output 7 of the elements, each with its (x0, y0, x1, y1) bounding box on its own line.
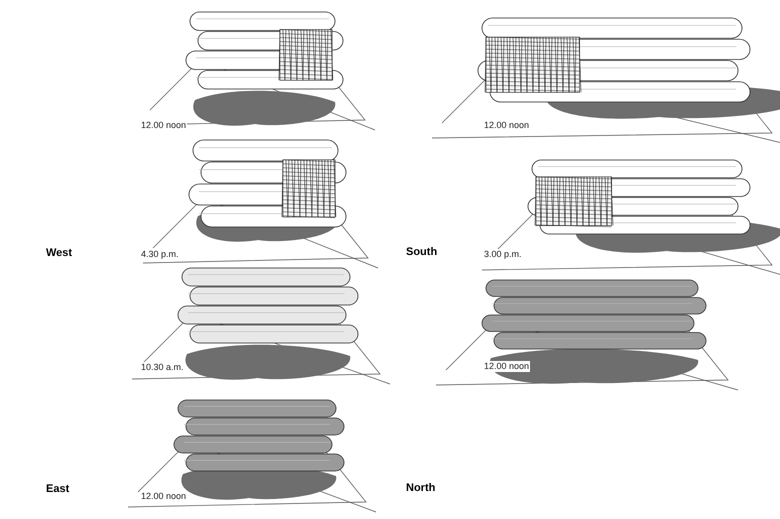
time-label: 12.00 noon (483, 361, 530, 372)
time-label: 4.30 p.m. (140, 249, 180, 260)
time-label: 12.00 noon (483, 120, 530, 131)
time-label: 12.00 noon (140, 491, 188, 502)
time-label: 3.00 p.m. (483, 249, 523, 260)
time-label: 10.30 a.m. (140, 362, 185, 373)
time-label: 12.00 noon (140, 120, 188, 131)
